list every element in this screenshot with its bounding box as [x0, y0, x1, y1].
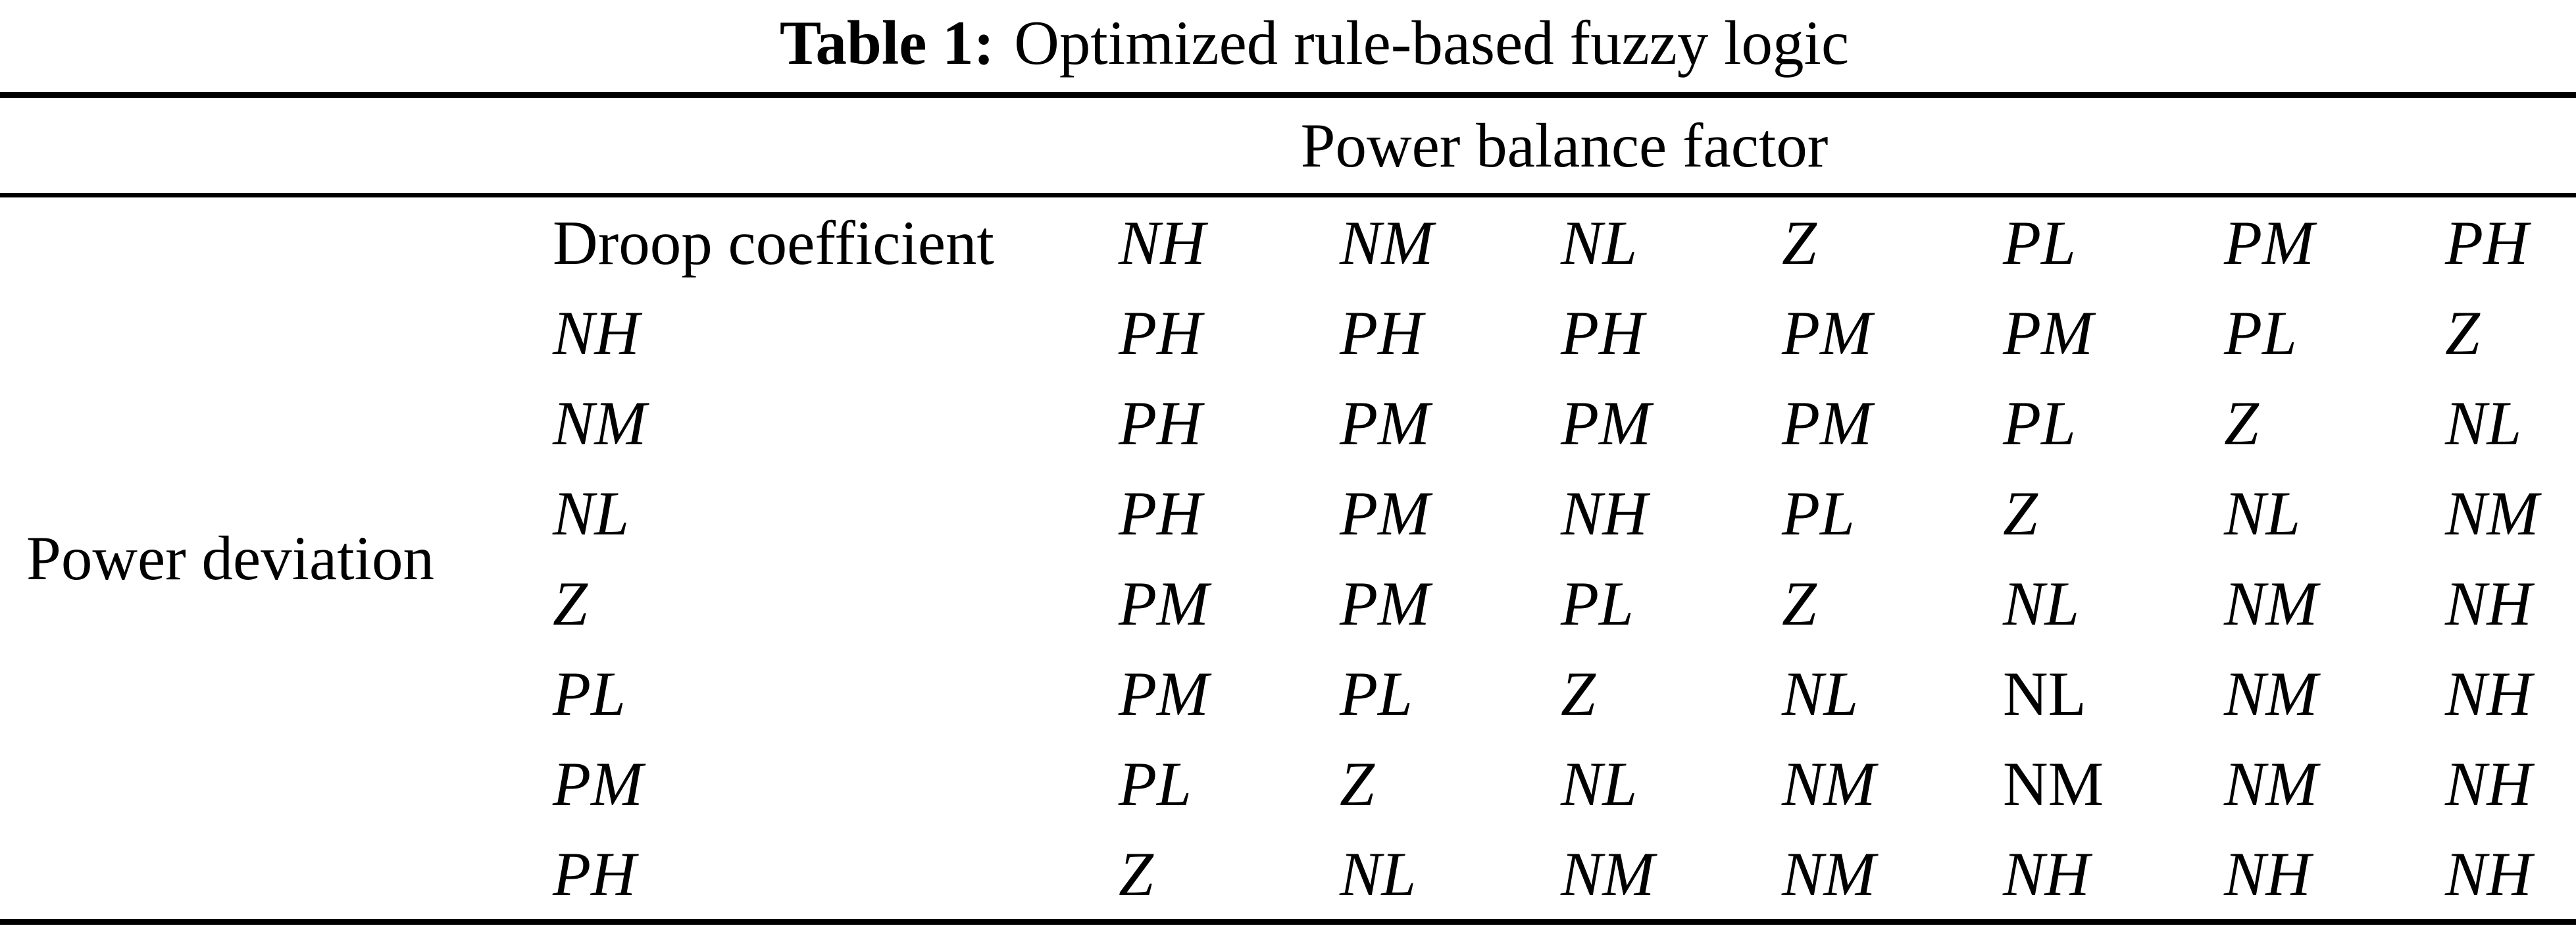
- table-cell: PM: [1119, 658, 1209, 729]
- table-cell: NL: [2445, 388, 2522, 458]
- table-cell: PL: [1119, 748, 1192, 819]
- table-cell: NM: [1782, 748, 1876, 819]
- fuzzy-rule-table: Power balance factor Power deviation Dro…: [0, 98, 2576, 919]
- row-label: PH: [553, 839, 636, 909]
- table-cell: NH: [2445, 748, 2532, 819]
- table-row: NM PH PM PM PM PL Z NL: [0, 378, 2576, 468]
- table-cell: PM: [1340, 478, 1430, 548]
- table-cell: NM: [2224, 658, 2318, 729]
- table-cell: PH: [1119, 298, 1202, 368]
- column-header: NM: [1340, 207, 1434, 278]
- table-cell: NL: [1340, 839, 1417, 909]
- table-row: PL PM PL Z NL NL NM NH: [0, 648, 2576, 738]
- table-cell: PL: [1782, 478, 1855, 548]
- table-cell: NH: [2445, 839, 2532, 909]
- table-row: PH Z NL NM NM NH NH NH: [0, 829, 2576, 919]
- table-cell: NM: [2003, 748, 2104, 819]
- table-cell: PL: [1340, 658, 1413, 729]
- table-cell: PM: [1782, 298, 1873, 368]
- table-caption-label: Table 1:: [779, 8, 995, 78]
- table-cell: PH: [1119, 388, 1202, 458]
- table-cell: NH: [2445, 568, 2532, 638]
- table-cell: Z: [2445, 298, 2480, 368]
- table-cell: NH: [2224, 839, 2311, 909]
- spanning-header-row: Power balance factor: [0, 98, 2576, 197]
- table-cell: NM: [1561, 839, 1655, 909]
- row-group-label: Power deviation: [26, 523, 435, 593]
- row-label: NM: [553, 388, 647, 458]
- table-cell: Z: [2224, 388, 2259, 458]
- table-cell: NH: [2003, 839, 2090, 909]
- table-cell: Z: [2003, 478, 2038, 548]
- table-cell: Z: [1119, 839, 1153, 909]
- table-cell: NH: [2445, 658, 2532, 729]
- table-cell: NL: [2003, 658, 2086, 729]
- table-cell: PH: [1119, 478, 1202, 548]
- table-cell: PL: [1561, 568, 1634, 638]
- table-cell: Z: [1561, 658, 1596, 729]
- table-cell: Z: [1782, 568, 1817, 638]
- table-cell: PM: [1119, 568, 1209, 638]
- table-cell: NL: [2003, 568, 2080, 638]
- table-cell: PH: [1340, 298, 1423, 368]
- table-cell: NL: [2224, 478, 2301, 548]
- table-cell: PH: [1561, 298, 1644, 368]
- table-rules-frame: Power balance factor Power deviation Dro…: [0, 92, 2576, 925]
- table-caption: Table 1: Optimized rule-based fuzzy logic: [0, 0, 2576, 92]
- table-row: NH PH PH PH PM PM PL Z: [0, 288, 2576, 378]
- table-row: PM PL Z NL NM NM NM NH: [0, 738, 2576, 829]
- table-cell: Z: [1340, 748, 1375, 819]
- table-cell: NM: [2224, 748, 2318, 819]
- table-cell: PM: [1340, 388, 1430, 458]
- row-label: NL: [553, 478, 630, 548]
- table-cell: NL: [1561, 748, 1638, 819]
- table-cell: PL: [2224, 298, 2297, 368]
- table-cell: PL: [2003, 388, 2076, 458]
- column-header: Z: [1782, 207, 1817, 278]
- table-cell: PM: [2003, 298, 2094, 368]
- row-label: PM: [553, 748, 644, 819]
- table-cell: NH: [1561, 478, 1648, 548]
- column-header: PH: [2445, 207, 2529, 278]
- column-header: NL: [1561, 207, 1638, 278]
- row-label: NH: [553, 298, 640, 368]
- column-header-row: Power deviation Droop coefficient NH NM …: [0, 195, 2576, 594]
- table-cell: NM: [2224, 568, 2318, 638]
- table-row: NL PH PM NH PL Z NL NM: [0, 468, 2576, 558]
- table-cell: NM: [1782, 839, 1876, 909]
- row-label: Z: [553, 568, 588, 638]
- table-cell: NM: [2445, 478, 2539, 548]
- table-cell: PM: [1561, 388, 1652, 458]
- table-cell: PM: [1340, 568, 1430, 638]
- table-cell: NL: [1782, 658, 1859, 729]
- column-header: PL: [2003, 207, 2076, 278]
- empty-cell: [0, 98, 526, 197]
- spanning-header: Power balance factor: [526, 98, 2576, 197]
- column-header: NH: [1119, 207, 1205, 278]
- column-header: PM: [2224, 207, 2315, 278]
- table-caption-text: Optimized rule-based fuzzy logic: [1014, 8, 1850, 78]
- table-row: Z PM PM PL Z NL NM NH: [0, 558, 2576, 648]
- row-label: PL: [553, 658, 626, 729]
- table-cell: PM: [1782, 388, 1873, 458]
- corner-label: Droop coefficient: [553, 207, 994, 278]
